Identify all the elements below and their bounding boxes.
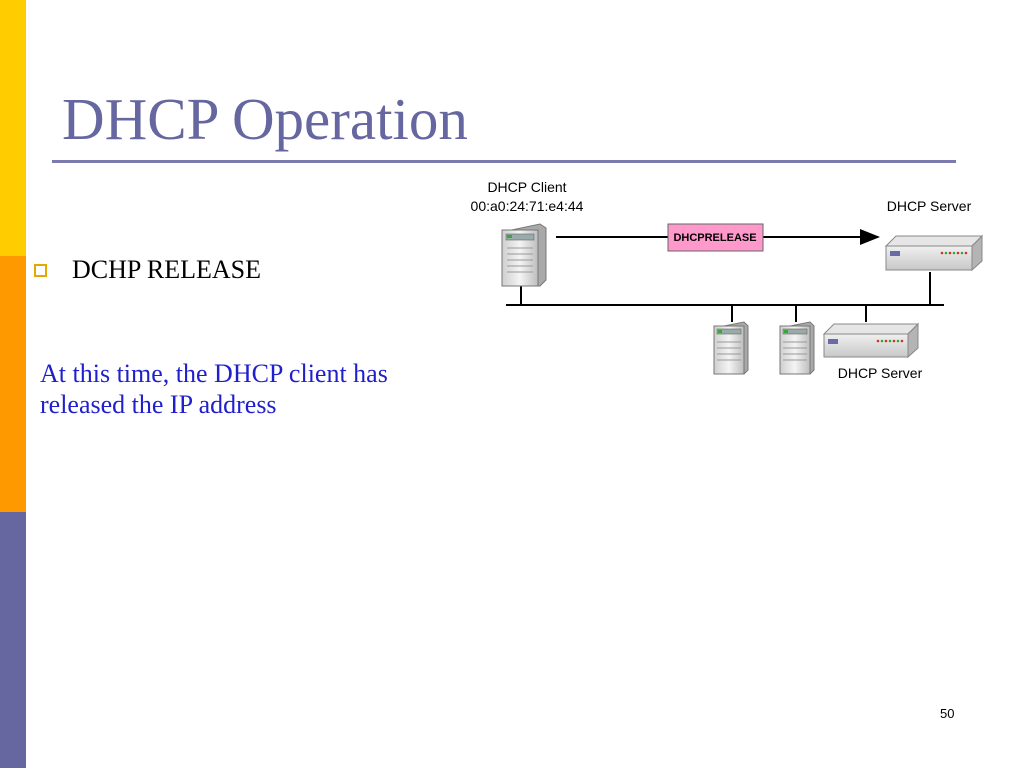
sidebar-yellow-segment [0, 0, 26, 256]
release-message-label: DHCPRELEASE [673, 232, 756, 244]
bullet-square-icon [34, 264, 47, 277]
title-underline [52, 160, 956, 163]
dhcp-server-bottom-icon [822, 322, 920, 359]
release-message-box [667, 223, 764, 252]
sidebar-orange-segment [0, 256, 26, 512]
network-pc-icon [779, 321, 815, 375]
slide-title: DHCP Operation [62, 86, 468, 152]
client-label-mac: 00:a0:24:71:e4:44 [471, 198, 584, 214]
page-number: 50 [940, 706, 955, 721]
server-top-label: DHCP Server [887, 198, 972, 214]
decorative-sidebar [0, 0, 26, 768]
sidebar-purple-segment [0, 512, 26, 768]
release-note: At this time, the DHCP client has releas… [40, 359, 388, 419]
dhcp-client-tower-icon [501, 223, 547, 287]
server-bottom-label: DHCP Server [838, 365, 923, 381]
bullet-text: DCHP RELEASE [72, 255, 261, 284]
network-pc-icon [713, 321, 749, 375]
client-label-name: DHCP Client [487, 179, 566, 195]
dhcp-server-top-icon [884, 234, 984, 272]
